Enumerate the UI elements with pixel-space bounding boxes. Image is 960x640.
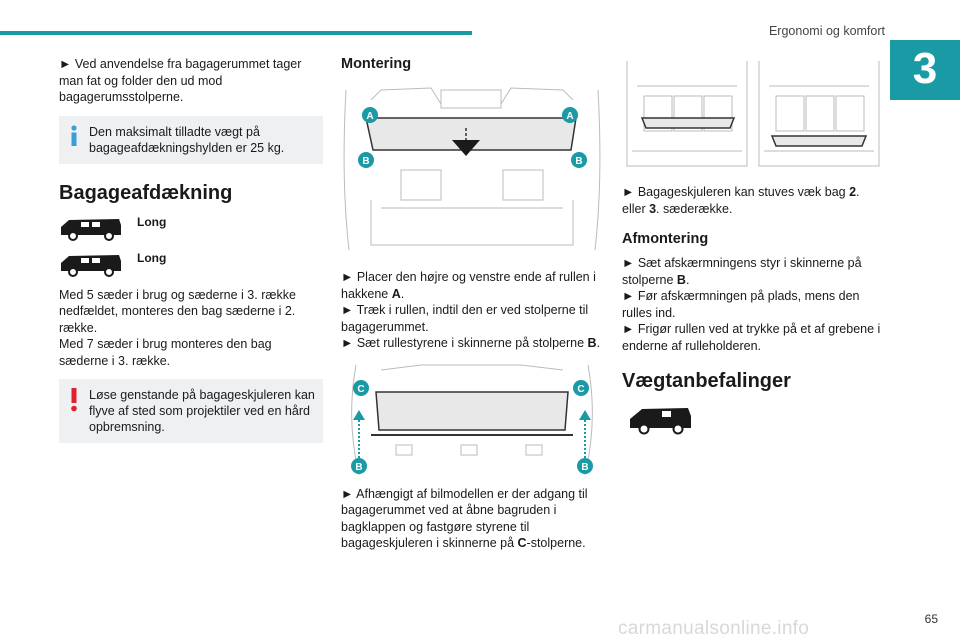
label-a-right: A [562, 107, 578, 123]
label-b-left: B [358, 152, 374, 168]
svg-text:B: B [362, 156, 369, 167]
step-rear-window: ► Afhængigt af bilmodellen er der adgang… [341, 486, 588, 551]
trunk-illustration: A A B B [343, 87, 601, 251]
para-7-seats: Med 7 sæder i brug monteres den bag sæde… [59, 337, 272, 368]
trunk-guides-illustration: C C B B [351, 364, 593, 475]
figure-mounting-1: A A B B [341, 80, 603, 255]
svg-text:C: C [577, 384, 584, 395]
label-c-right: C [573, 379, 589, 396]
figure-stowage [622, 56, 884, 174]
svg-text:A: A [566, 111, 573, 122]
step-insert-guides: ► Sæt rullestyrene i skinnerne på stolpe… [341, 336, 601, 350]
step-guide-shield: ► Før afskærmningen på plads, mens den r… [622, 289, 860, 320]
step-release-roller: ► Frigør rullen ved at trykke på et af g… [622, 322, 881, 353]
variant-long-2-label: Long [137, 250, 167, 265]
short-van-icon [630, 408, 691, 435]
svg-text:A: A [366, 111, 373, 122]
column-2: Montering A A B B ► Placer den [341, 56, 603, 552]
warning-note-text: Løse genstande på bagageskjuleren kan fl… [89, 388, 315, 434]
van-icon [61, 254, 121, 277]
info-icon [71, 124, 77, 146]
step-stow: ► Bagageskjuleren kan stuves væk bag 2. … [622, 185, 860, 216]
label-a-left: A [362, 107, 378, 123]
step-pull-roller: ► Træk i rullen, indtil den er ved stolp… [341, 303, 589, 334]
info-note: Den maksimalt tilladte vægt på bagageafd… [59, 115, 323, 164]
section-title: Ergonomi og komfort [768, 24, 885, 38]
svg-text:C: C [357, 384, 364, 395]
warning-icon [71, 388, 77, 412]
svg-text:B: B [581, 462, 588, 473]
column-1: ► Ved anvendelse fra bagagerummet tager … [59, 56, 323, 443]
info-note-text: Den maksimalt tilladte vægt på bagageafd… [89, 124, 285, 155]
watermark: carmanualsonline.info [618, 618, 810, 639]
intro-text: ► Ved anvendelse fra bagagerummet tager … [59, 57, 302, 104]
column-3: ► Bagageskjuleren kan stuves væk bag 2. … [622, 56, 884, 440]
heading-montering: Montering [341, 56, 412, 72]
figure-mounting-2: C C B B [341, 359, 603, 478]
heading-afmontering: Afmontering [622, 231, 709, 247]
header-accent-bar [0, 31, 472, 35]
step-insert-guides-removal: ► Sæt afskærmningens styr i skinnerne på… [622, 256, 862, 287]
chapter-number: 3 [890, 40, 960, 100]
svg-text:B: B [355, 462, 362, 473]
van-icon [61, 218, 121, 241]
heading-vaegtanbefalinger: Vægtanbefalinger [622, 370, 791, 392]
svg-text:B: B [575, 156, 582, 167]
para-5-seats: Med 5 sæder i brug og sæderne i 3. række… [59, 287, 296, 335]
heading-bagageafdaekning: Bagageafdækning [59, 181, 233, 204]
step-place-roller: ► Placer den højre og venstre ende af ru… [341, 270, 596, 301]
variant-long-1-label: Long [137, 214, 167, 229]
stowage-illustration [626, 61, 880, 167]
variant-long-2: Long [59, 251, 323, 277]
page-number: 65 [924, 612, 938, 626]
warning-note: Løse genstande på bagageskjuleren kan fl… [59, 379, 323, 443]
label-b-left-2: B [351, 457, 367, 474]
label-b-right-2: B [577, 457, 593, 474]
variant-long-1: Long [59, 215, 323, 241]
label-b-right: B [571, 152, 587, 168]
label-c-left: C [353, 379, 369, 396]
